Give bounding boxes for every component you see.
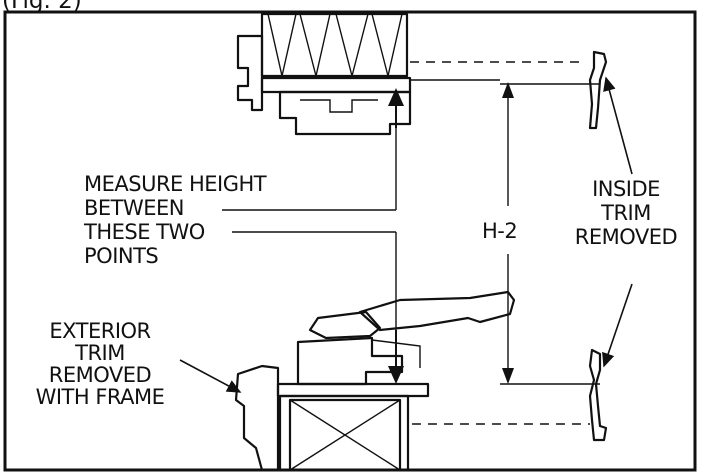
measure-label-line-3: THESE TWO [83, 220, 205, 244]
exterior-trim-label-line-3: REMOVED [49, 363, 151, 387]
sill-section [234, 290, 590, 472]
inside-trim-label-line-2: TRIM [600, 201, 651, 225]
measure-label-line-4: POINTS [84, 244, 158, 268]
inside-trim-top [588, 50, 608, 130]
inside-trim-bottom [588, 348, 608, 442]
inside-trim-label: INSIDE TRIM REMOVED [575, 177, 678, 249]
inside-trim-label-line-3: REMOVED [575, 225, 677, 249]
exterior-trim-label: EXTERIOR TRIM REMOVED WITH FRAME [36, 319, 165, 409]
exterior-trim-label-line-2: TRIM [74, 341, 125, 365]
measure-label-line-2: BETWEEN [84, 196, 184, 220]
h2-dimension [500, 82, 600, 385]
exterior-trim-label-line-4: WITH FRAME [36, 385, 165, 409]
measure-label: MEASURE HEIGHT BETWEEN THESE TWO POINTS [83, 172, 267, 268]
head-section [236, 12, 585, 136]
dimension-label: H-2 [482, 219, 517, 243]
exterior-trim-label-line-1: EXTERIOR [49, 319, 150, 343]
measure-label-line-1: MEASURE HEIGHT [84, 172, 267, 196]
inside-trim-label-line-1: INSIDE [592, 177, 660, 201]
